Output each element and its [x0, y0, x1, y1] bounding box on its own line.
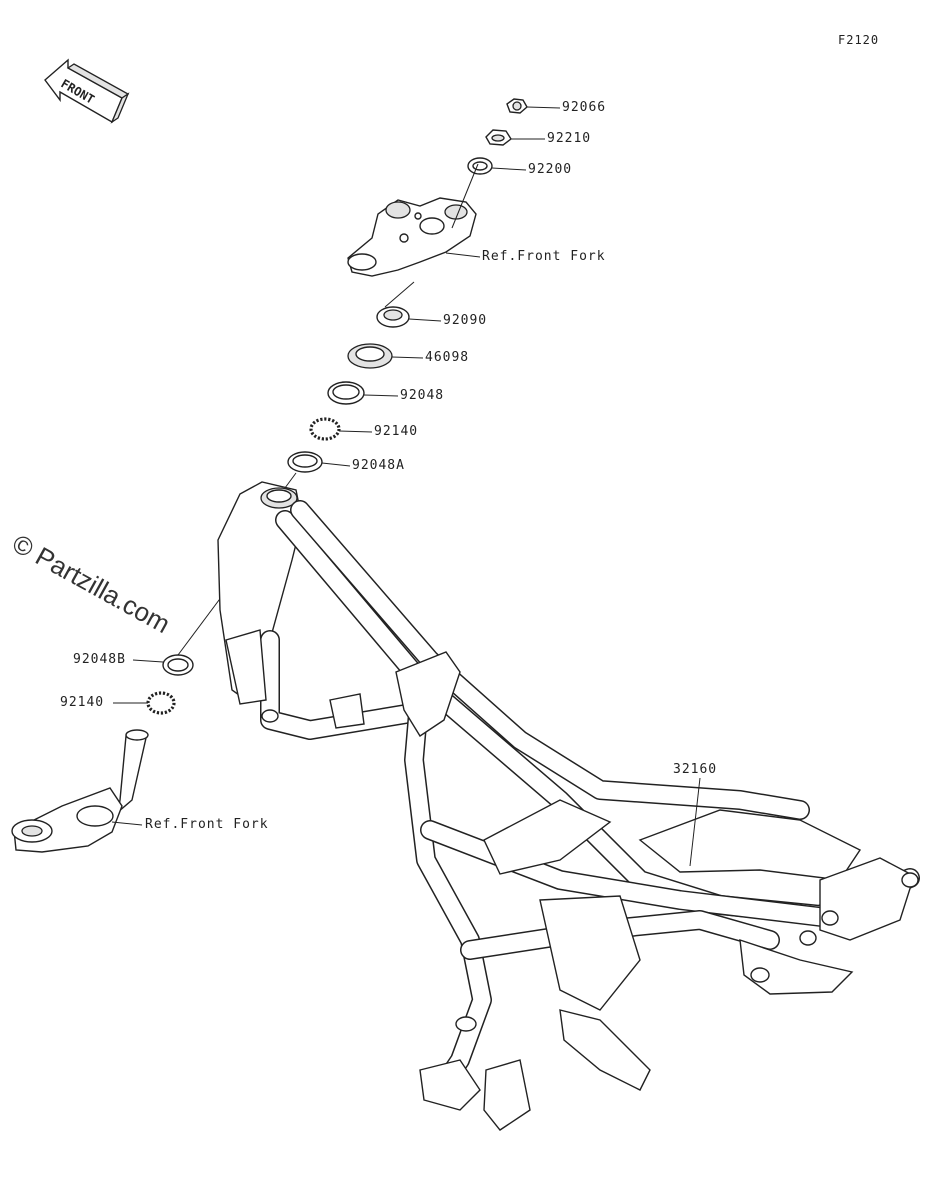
part-label-46098[interactable]: 46098 — [425, 350, 470, 365]
part-label-92048[interactable]: 92048 — [400, 388, 445, 403]
nut-92090-icon — [376, 281, 442, 328]
upper-triple-clamp-icon — [347, 163, 481, 277]
part-label-92090[interactable]: 92090 — [443, 313, 488, 328]
part-label-92048A[interactable]: 92048A — [352, 458, 405, 473]
ball-bearing-92140-icon — [309, 417, 373, 441]
race-92048-icon — [327, 381, 399, 405]
part-label-ref-front-fork-upper[interactable]: Ref.Front Fork — [482, 249, 606, 264]
part-label-ref-front-fork-lower[interactable]: Ref.Front Fork — [145, 817, 269, 832]
part-label-92140-upper[interactable]: 92140 — [374, 424, 419, 439]
front-arrow-icon: FRONT — [44, 58, 130, 124]
race-92048A-icon — [281, 451, 351, 493]
seal-46098-icon — [347, 343, 424, 369]
nut-92066-icon — [506, 98, 561, 114]
nut-92210-icon — [485, 129, 545, 146]
part-label-92048B[interactable]: 92048B — [73, 652, 126, 667]
lower-triple-clamp-icon — [11, 729, 149, 853]
main-frame-32160-icon — [217, 481, 920, 1131]
part-label-92210[interactable]: 92210 — [547, 131, 592, 146]
race-92048B-icon — [132, 587, 229, 676]
part-label-92200[interactable]: 92200 — [528, 162, 573, 177]
part-label-32160[interactable]: 32160 — [673, 762, 718, 777]
part-label-92066[interactable]: 92066 — [562, 100, 607, 115]
diagram-code: F2120 — [838, 33, 880, 47]
part-label-92140-lower[interactable]: 92140 — [60, 695, 105, 710]
ball-bearing-92140b-icon — [113, 691, 176, 715]
